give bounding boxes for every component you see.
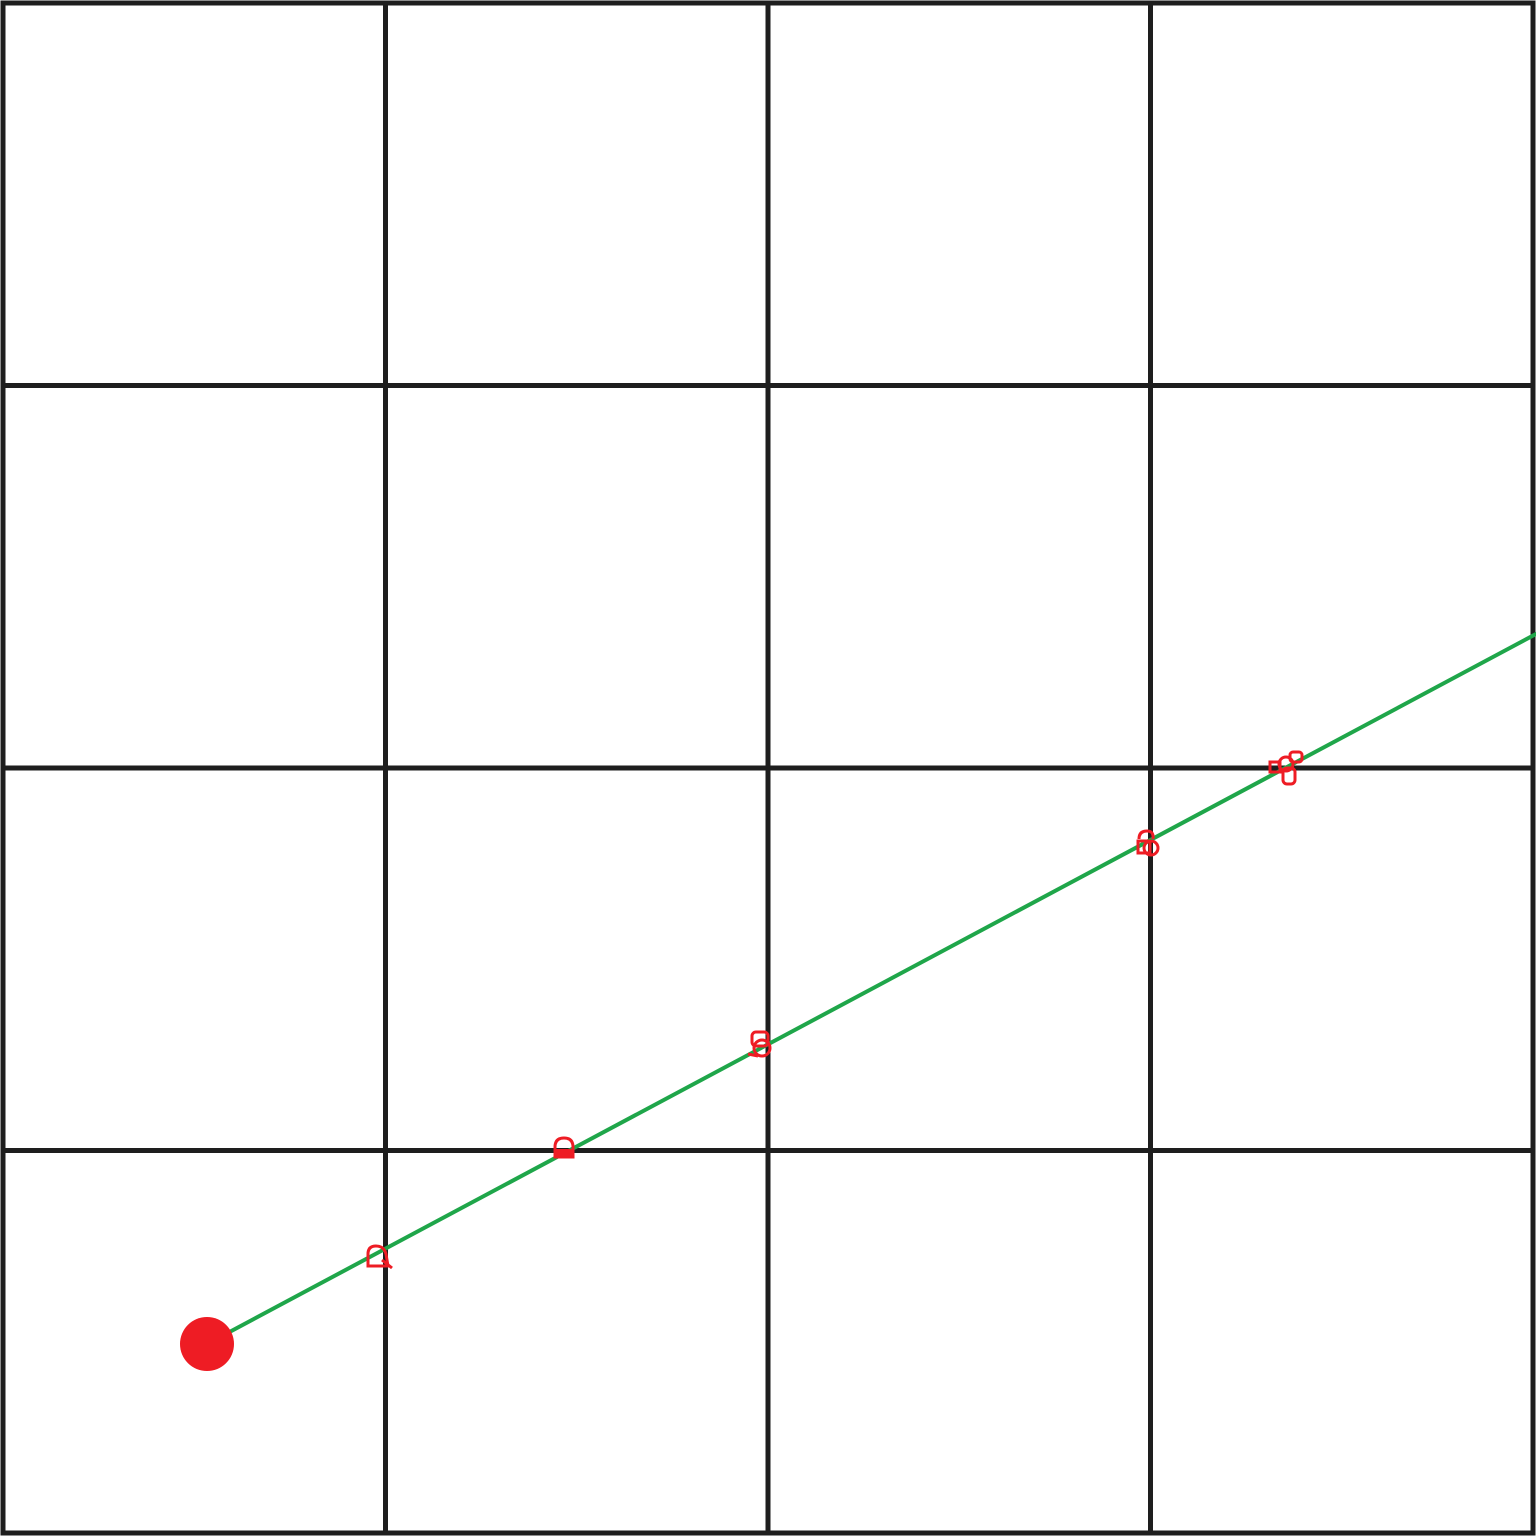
intersection-markers — [366, 750, 1304, 1270]
intersection-marker — [366, 1244, 393, 1270]
intersection-marker — [1136, 829, 1160, 857]
intersection-marker — [553, 1136, 575, 1159]
intersection-marker — [1268, 750, 1304, 786]
intersection-marker — [747, 1030, 772, 1058]
ray-line — [205, 632, 1536, 1346]
ray-origin-dot — [180, 1317, 234, 1371]
